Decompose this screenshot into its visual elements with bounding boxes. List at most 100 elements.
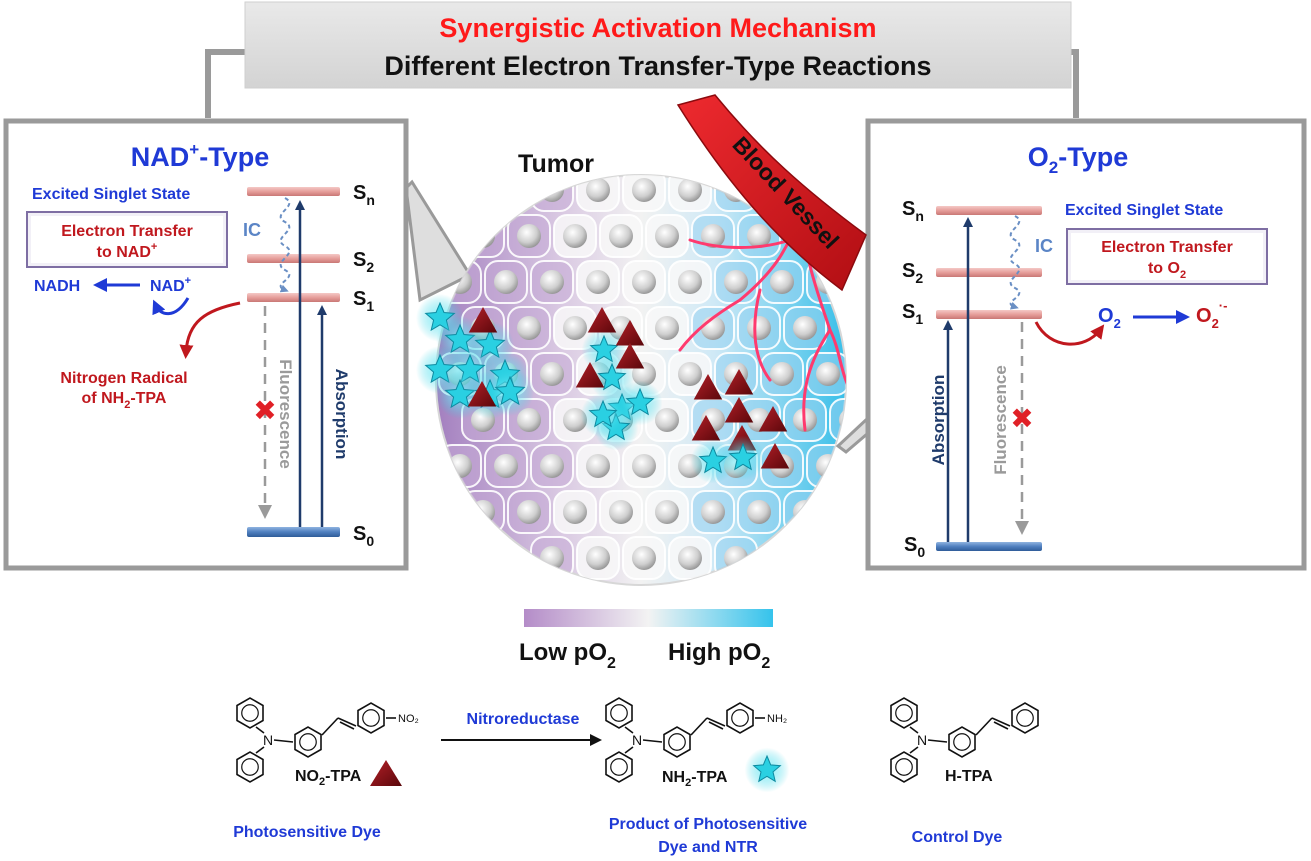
title-line1: Synergistic Activation Mechanism	[439, 13, 876, 43]
svg-text:N: N	[263, 732, 273, 748]
left-label-s2: S2	[353, 249, 374, 275]
no2-tpa-triangle	[468, 307, 498, 333]
left-et-line2: to NAD+	[97, 241, 158, 261]
po2-gradient-bar	[524, 609, 773, 627]
left-level-s2	[247, 254, 340, 263]
title-box	[244, 1, 1072, 89]
cell-nucleus	[724, 270, 748, 294]
right-absorption-label: Absorption	[929, 375, 948, 466]
cell-nucleus	[678, 270, 702, 294]
left-radical-line1: Nitrogen Radical	[60, 370, 187, 387]
cell-nucleus	[586, 178, 610, 202]
right-label-s1: S1	[902, 301, 923, 327]
cell-nucleus	[655, 224, 679, 248]
left-level-s1	[247, 293, 340, 302]
nh2-tpa-star	[744, 747, 790, 793]
left-nadh: NADH	[34, 278, 80, 295]
cell-nucleus	[632, 178, 656, 202]
left-nad: NAD+	[150, 275, 191, 295]
left-et-line1: Electron Transfer	[61, 223, 193, 240]
no2-tpa-triangle	[693, 374, 723, 400]
right-excited-state: Excited Singlet State	[1065, 202, 1223, 219]
dye3-label: H-TPA	[945, 768, 993, 785]
cell-nucleus	[563, 316, 587, 340]
right-et-line1: Electron Transfer	[1101, 239, 1233, 256]
left-panel-heading: NAD+-Type	[131, 140, 269, 172]
cell-nucleus	[816, 362, 840, 386]
left-radical-curve-arrow	[179, 301, 241, 359]
cell-nucleus	[540, 546, 564, 570]
cell-nucleus	[632, 454, 656, 478]
dye1-triangle-icon	[370, 760, 402, 786]
left-block-cross-icon: ✖	[253, 395, 276, 426]
cell-nucleus	[517, 316, 541, 340]
no2-tpa-triangle	[575, 362, 605, 388]
right-level-s0	[936, 542, 1042, 551]
cell-nucleus	[701, 224, 725, 248]
right-level-s1	[936, 310, 1042, 319]
low-po2-label: Low pO2	[519, 639, 616, 672]
cell-nucleus	[747, 224, 771, 248]
svg-text:N: N	[917, 732, 927, 748]
cell-nucleus	[655, 408, 679, 432]
caption-photosensitive-dye: Photosensitive Dye	[233, 824, 381, 841]
cell-nucleus	[655, 316, 679, 340]
right-ic-squiggle	[1009, 215, 1021, 310]
left-fluorescence-label: Fluorescence	[276, 359, 295, 469]
cell-nucleus	[517, 408, 541, 432]
left-ic-squiggle	[279, 197, 291, 293]
right-panel	[865, 118, 1307, 571]
tumor-cell	[461, 214, 505, 258]
no2-tpa-triangle	[724, 397, 754, 423]
tumor-cell	[783, 490, 827, 534]
cell-nucleus	[448, 454, 472, 478]
no2-tpa-triangle	[760, 443, 790, 469]
tumor-label: Tumor	[518, 150, 594, 178]
no2-tpa-triangle	[615, 320, 645, 346]
right-o2-curve-arrow	[1034, 321, 1105, 346]
left-absorption-label: Absorption	[332, 369, 351, 460]
right-level-s2	[936, 268, 1042, 277]
cell-nucleus	[747, 500, 771, 524]
caption-product-line1: Product of Photosensitive	[609, 816, 807, 833]
right-label-sn: Sn	[902, 198, 924, 224]
right-level-sn	[936, 206, 1042, 215]
left-et-box: Electron Transfer to NAD+	[26, 211, 228, 268]
cell-nucleus	[609, 500, 633, 524]
molecule-no2-tpa: N NO₂	[236, 697, 419, 783]
cell-nucleus	[678, 362, 702, 386]
cell-nucleus	[747, 316, 771, 340]
dye2-star-icon	[744, 747, 790, 793]
blood-vessel-branches	[678, 178, 846, 432]
right-ic-label: IC	[1035, 236, 1053, 256]
right-label-s2: S2	[902, 260, 923, 286]
nh2-tpa-star	[580, 392, 626, 438]
left-level-s0	[247, 527, 340, 537]
left-label-s0: S0	[353, 523, 374, 549]
right-label-s0: S0	[904, 534, 925, 560]
cell-nucleus	[494, 454, 518, 478]
title-bracket	[205, 49, 1079, 118]
left-panel	[3, 118, 409, 571]
cell-nucleus	[563, 500, 587, 524]
title-line2: Different Electron Transfer-Type Reactio…	[384, 51, 931, 81]
no2-tpa-triangle	[467, 381, 497, 407]
cell-nucleus	[586, 454, 610, 478]
left-label-s1: S1	[353, 288, 374, 314]
svg-text:N: N	[632, 732, 642, 748]
caption-product-line2: Dye and NTR	[658, 839, 758, 856]
cell-nucleus	[793, 316, 817, 340]
no2-tpa-triangle	[587, 307, 617, 333]
svg-text:NO₂: NO₂	[398, 713, 419, 725]
cell-nucleus	[632, 270, 656, 294]
nh2-tpa-star	[720, 435, 766, 481]
no2-tpa-triangle	[615, 343, 645, 369]
no2-tpa-triangle	[758, 406, 788, 432]
right-fluorescence-label: Fluorescence	[991, 365, 1010, 475]
cell-nucleus	[517, 224, 541, 248]
right-panel-heading: O2-Type	[1028, 142, 1129, 177]
left-radical-line2: of NH2-TPA	[82, 390, 167, 411]
nh2-tpa-star	[486, 368, 534, 416]
